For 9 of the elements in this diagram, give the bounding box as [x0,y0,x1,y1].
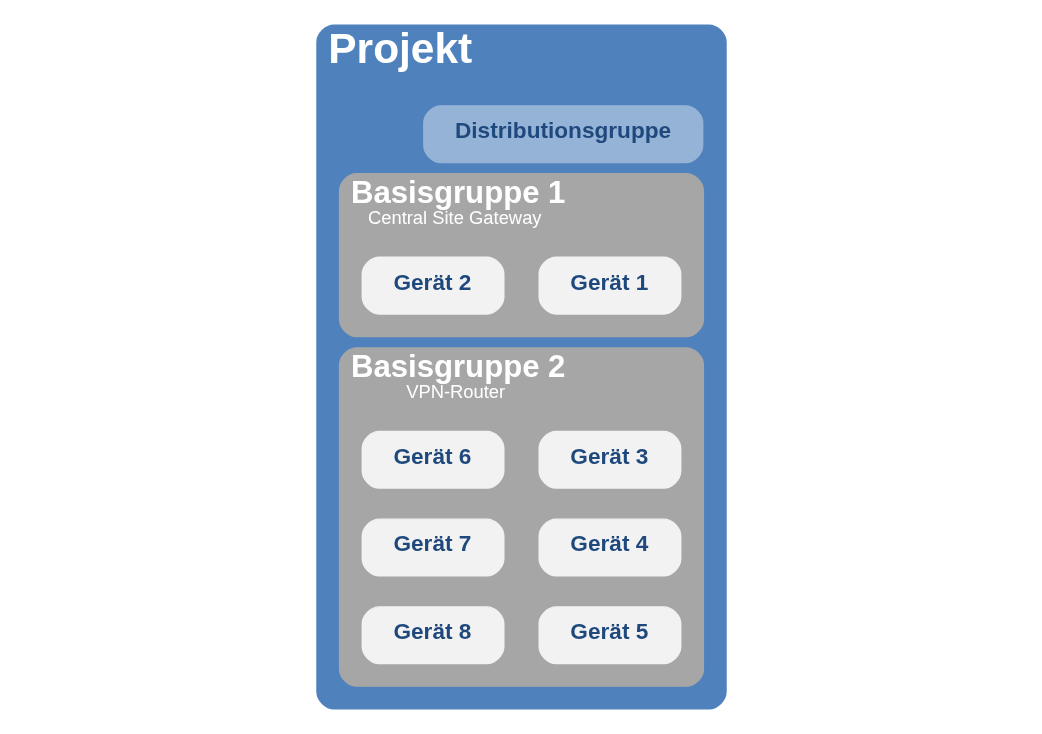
node-box: Gerät 5 [538,606,681,665]
node-box: Gerät 8 [361,606,504,665]
node-box: Gerät 3 [538,430,681,489]
node-box: Gerät 4 [538,518,681,577]
node-box: Distributionsgruppe [422,105,703,164]
node-box: Gerät 1 [538,256,681,315]
node-box: Gerät 7 [361,518,504,577]
node-box: Gerät 6 [361,430,504,489]
node-box: Gerät 2 [361,256,504,315]
